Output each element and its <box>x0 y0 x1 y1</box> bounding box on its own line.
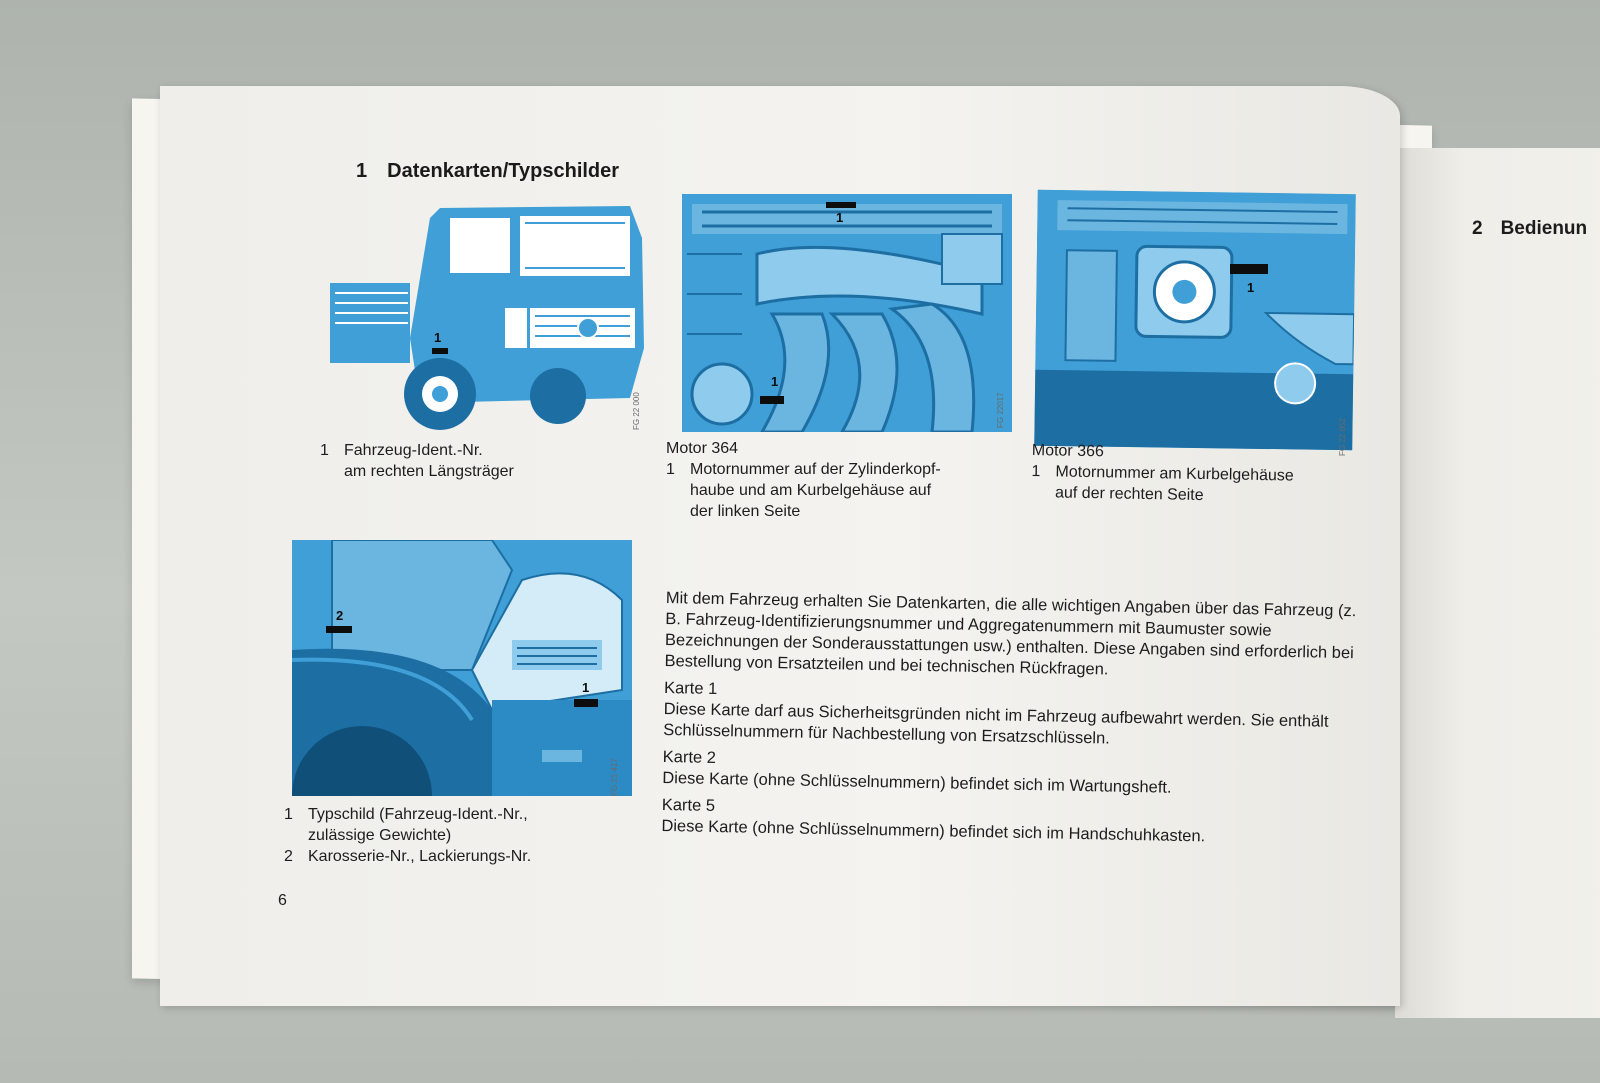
truck-caption-line-1: Fahrzeug-Ident.-Nr. <box>344 442 483 459</box>
motor-366-figure-code: FG 22 052 <box>1338 418 1347 456</box>
motor-364-marker-number-top: 1 <box>836 210 844 225</box>
motor-364-illustration <box>682 194 1012 432</box>
section-title: Datenkarten/Typschilder <box>387 160 620 182</box>
motor-366-caption-line-1: Motornummer am Kurbelgehäuse <box>1055 463 1294 485</box>
door-step-caption-number-1: 1 <box>284 806 293 823</box>
truck-marker-number: 1 <box>434 330 442 345</box>
body-text: Mit dem Fahrzeug erhalten Sie Datenkarte… <box>661 588 1366 854</box>
motor-364-caption-number: 1 <box>666 461 675 478</box>
door-step-caption: 1 Typschild (Fahrzeug-Ident.-Nr., zulässi… <box>284 804 531 867</box>
truck-caption: 1 Fahrzeug-Ident.-Nr. am rechten Längsträ… <box>320 440 514 482</box>
door-step-marker-number-2: 2 <box>336 608 344 623</box>
door-step-figure-code: FG 21 417 <box>610 758 619 796</box>
next-page-heading: 2 Bedienun <box>1472 218 1587 240</box>
truck-caption-line-2: am rechten Längsträger <box>344 463 514 480</box>
body-intro: Mit dem Fahrzeug erhalten Sie Datenkarte… <box>664 588 1357 679</box>
motor-364-title: Motor 364 <box>666 440 739 457</box>
door-step-caption-2-line-1: Karosserie-Nr., Lackierungs-Nr. <box>308 848 532 865</box>
section-heading: 1 Datenkarten/Typschilder <box>356 160 619 183</box>
next-page-heading-title: Bedienun <box>1500 218 1588 239</box>
door-step-caption-1-line-2: zulässige Gewichte) <box>308 827 452 844</box>
door-step-marker-number-1: 1 <box>582 680 590 695</box>
page-number: 6 <box>278 892 287 909</box>
door-step-caption-number-2: 2 <box>284 848 293 865</box>
truck-caption-number: 1 <box>320 442 329 459</box>
door-step-illustration <box>292 540 632 796</box>
truck-illustration <box>330 198 652 434</box>
motor-364-marker-bottom <box>760 396 784 404</box>
section-number: 1 <box>356 160 368 182</box>
motor-364-marker-top <box>826 202 856 208</box>
motor-364-marker-number-bottom: 1 <box>771 374 779 389</box>
motor-364-caption-line-3: der linken Seite <box>690 503 801 520</box>
motor-364-figure-code: FG 22017 <box>996 392 1005 428</box>
motor-364-caption-line-2: haube und am Kurbelgehäuse auf <box>690 482 932 499</box>
motor-366-marker <box>1230 264 1268 274</box>
motor-364-caption: Motor 364 1 Motornummer auf der Zylinderk… <box>666 438 941 522</box>
door-step-marker-1 <box>574 699 598 707</box>
motor-366-illustration <box>1034 189 1356 451</box>
motor-364-caption-line-1: Motornummer auf der Zylinderkopf- <box>690 461 941 478</box>
truck-marker <box>432 348 448 354</box>
door-step-caption-1-line-1: Typschild (Fahrzeug-Ident.-Nr., <box>308 806 528 823</box>
next-page-heading-number: 2 <box>1472 218 1483 239</box>
truck-figure-code: FG 22 000 <box>632 392 641 430</box>
motor-366-marker-number: 1 <box>1247 280 1255 295</box>
right-page <box>1395 148 1600 1018</box>
motor-366-caption-number: 1 <box>1031 462 1041 481</box>
door-step-marker-2 <box>326 626 352 633</box>
